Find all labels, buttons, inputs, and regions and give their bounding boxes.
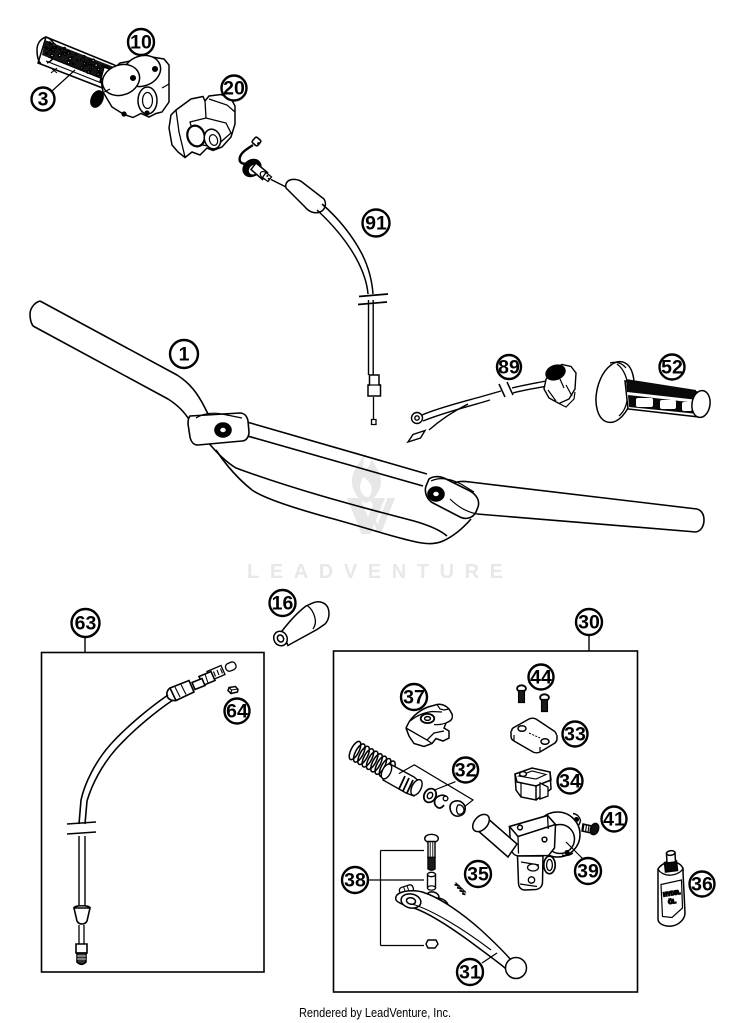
svg-text:63: 63 — [75, 613, 97, 635]
svg-text:89: 89 — [498, 357, 520, 379]
svg-text:ÖL: ÖL — [668, 898, 677, 906]
svg-text:64: 64 — [226, 701, 248, 723]
svg-text:Rendered by LeadVenture, Inc.: Rendered by LeadVenture, Inc. — [299, 1005, 451, 1020]
svg-text:35: 35 — [467, 864, 489, 886]
svg-text:16: 16 — [272, 593, 294, 615]
svg-text:1: 1 — [179, 344, 190, 366]
svg-text:3: 3 — [38, 89, 49, 111]
svg-text:91: 91 — [365, 213, 387, 235]
svg-text:20: 20 — [223, 78, 245, 100]
svg-text:41: 41 — [603, 809, 625, 831]
svg-text:38: 38 — [344, 870, 366, 892]
svg-text:HYDR.: HYDR. — [663, 890, 682, 899]
svg-text:30: 30 — [578, 612, 600, 634]
svg-text:36: 36 — [691, 874, 713, 896]
svg-text:33: 33 — [564, 724, 586, 746]
svg-text:LEADVENTURE: LEADVENTURE — [247, 561, 514, 583]
svg-text:32: 32 — [455, 760, 477, 782]
svg-text:44: 44 — [530, 667, 552, 689]
svg-text:10: 10 — [130, 32, 152, 54]
svg-text:52: 52 — [661, 357, 683, 379]
svg-text:31: 31 — [459, 962, 481, 984]
svg-text:34: 34 — [559, 771, 581, 793]
svg-text:37: 37 — [403, 687, 425, 709]
svg-text:39: 39 — [577, 861, 599, 883]
